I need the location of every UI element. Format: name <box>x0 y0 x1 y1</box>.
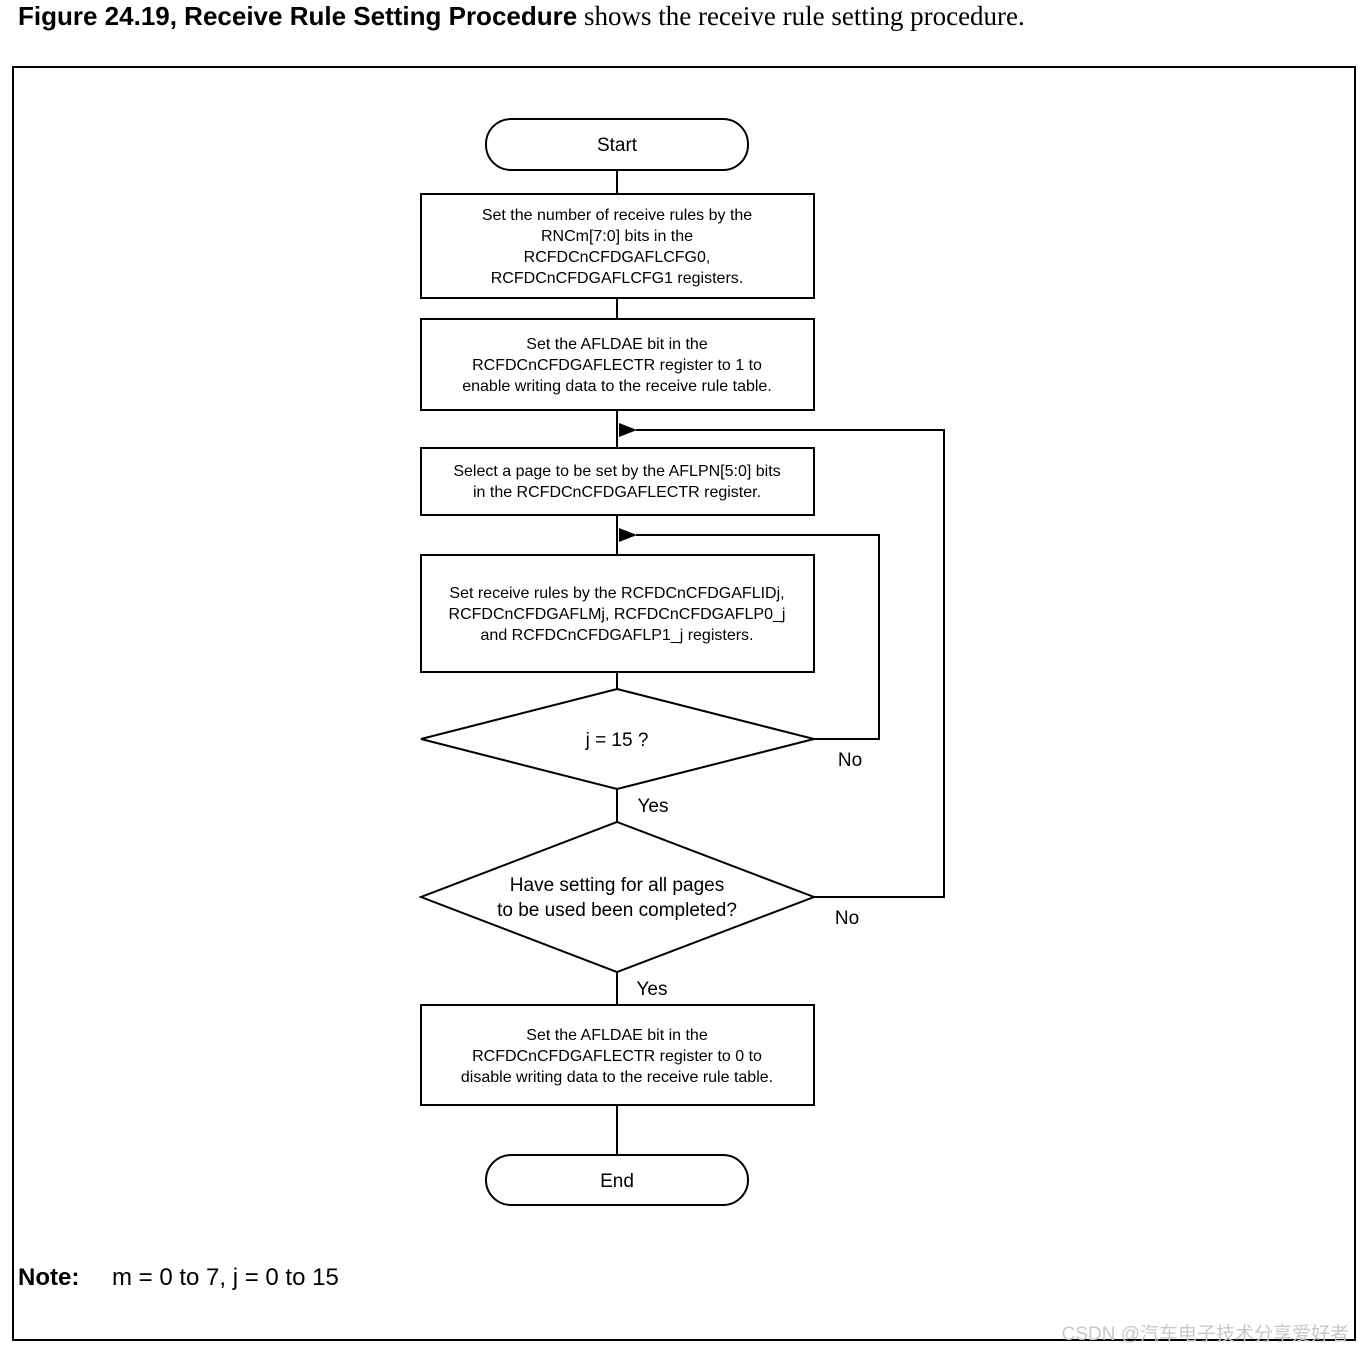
svg-text:Set the AFLDAE bit in the: Set the AFLDAE bit in the <box>526 1027 708 1044</box>
svg-text:End: End <box>600 1171 634 1192</box>
watermark: CSDN @汽车电子技术分享爱好者 <box>1061 1324 1349 1345</box>
svg-text:in the RCFDCnCFDGAFLECTR regis: in the RCFDCnCFDGAFLECTR register. <box>473 484 761 501</box>
loop-arrow-pages <box>619 423 945 898</box>
caption-text: shows the receive rule setting procedure… <box>577 1 1025 31</box>
svg-text:j = 15 ?: j = 15 ? <box>585 730 649 751</box>
decision-j-15: j = 15 ? No Yes <box>420 687 862 817</box>
label-yes: Yes <box>638 796 669 817</box>
svg-text:Start: Start <box>597 135 638 156</box>
label-no: No <box>838 750 862 771</box>
svg-text:Select a page to be set by the: Select a page to be set by the AFLPN[5:0… <box>453 463 780 480</box>
connectors <box>616 170 945 1155</box>
step-enable-write: Set the AFLDAE bit in the RCFDCnCFDGAFLE… <box>420 318 815 411</box>
svg-text:RCFDCnCFDGAFLCFG0,: RCFDCnCFDGAFLCFG0, <box>524 249 711 266</box>
svg-text:Set the AFLDAE bit in the: Set the AFLDAE bit in the <box>526 336 708 353</box>
svg-text:RCFDCnCFDGAFLMj, RCFDCnCFDGAFL: RCFDCnCFDGAFLMj, RCFDCnCFDGAFLP0_j <box>449 606 786 623</box>
svg-text:Have setting for all pages: Have setting for all pages <box>510 875 724 896</box>
svg-text:and RCFDCnCFDGAFLP1_j register: and RCFDCnCFDGAFLP1_j registers. <box>481 627 754 644</box>
step-set-rules: Set receive rules by the RCFDCnCFDGAFLID… <box>420 554 815 673</box>
label-no: No <box>835 908 859 929</box>
svg-text:RCFDCnCFDGAFLECTR register to: RCFDCnCFDGAFLECTR register to 0 to <box>472 1048 762 1065</box>
step-select-page: Select a page to be set by the AFLPN[5:0… <box>420 447 815 516</box>
start-terminal: Start <box>485 118 749 171</box>
figure-frame <box>12 66 1356 1341</box>
figure-reference: Figure 24.19, Receive Rule Setting Proce… <box>18 1 578 31</box>
svg-text:disable writing data to the re: disable writing data to the receive rule… <box>461 1069 773 1086</box>
step-set-rule-count: Set the number of receive rules by the R… <box>420 193 815 299</box>
svg-text:to be used been completed?: to be used been completed? <box>497 900 737 921</box>
loop-arrow-j <box>619 528 880 740</box>
decision-all-pages: Have setting for all pages to be used be… <box>418 820 859 1000</box>
svg-text:RNCm[7:0] bits in the: RNCm[7:0] bits in the <box>541 228 693 245</box>
svg-text:Set the number of receive rule: Set the number of receive rules by the <box>482 207 752 224</box>
svg-text:RCFDCnCFDGAFLCFG1 registers.: RCFDCnCFDGAFLCFG1 registers. <box>491 270 743 287</box>
svg-text:RCFDCnCFDGAFLECTR register to: RCFDCnCFDGAFLECTR register to 1 to <box>472 357 762 374</box>
note-label: Note: <box>18 1264 80 1291</box>
label-yes: Yes <box>637 979 668 1000</box>
note: Note: m = 0 to 7, j = 0 to 15 <box>18 1264 339 1292</box>
svg-text:enable writing data to the rec: enable writing data to the receive rule … <box>462 378 772 395</box>
end-terminal: End <box>485 1154 749 1206</box>
svg-text:Set receive rules by the RCFDC: Set receive rules by the RCFDCnCFDGAFLID… <box>449 585 784 602</box>
figure-caption: Figure 24.19, Receive Rule Setting Proce… <box>18 1 1025 32</box>
step-disable-write: Set the AFLDAE bit in the RCFDCnCFDGAFLE… <box>420 1004 815 1106</box>
note-text: m = 0 to 7, j = 0 to 15 <box>112 1264 339 1291</box>
